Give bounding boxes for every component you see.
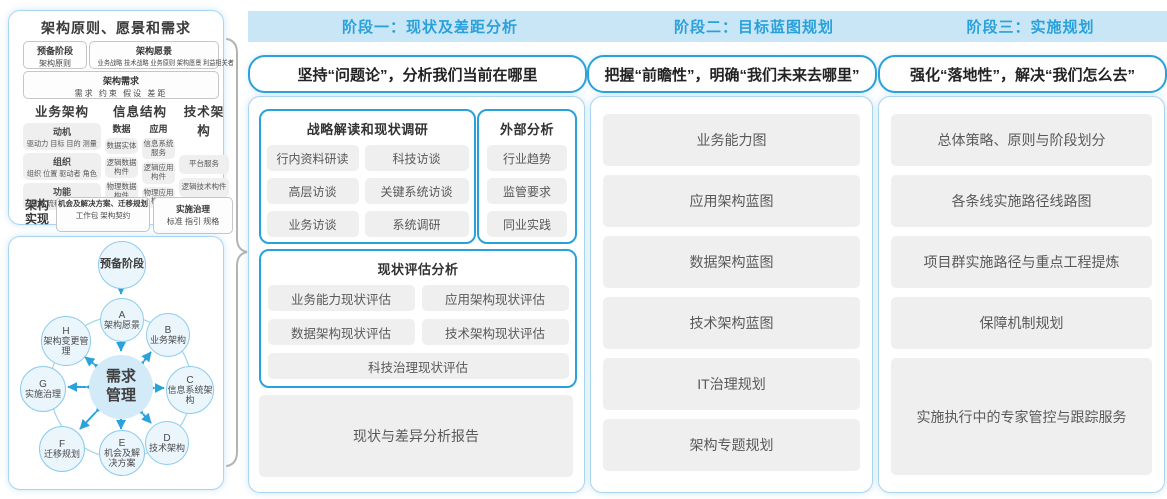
application-subcolumn: 应用 信息系统服务 逻辑应用构件 物理应用构件 xyxy=(142,120,175,208)
external-item: 监管要求 xyxy=(487,178,567,204)
prep-phase-box: 预备阶段 架构原则 xyxy=(23,41,87,69)
stage1-subtitle: 坚持“问题论”，分析我们当前在哪里 xyxy=(248,55,587,93)
strategy-item: 科技访谈 xyxy=(364,145,469,171)
organization-box: 组织 组织 位置 驱动者 角色 xyxy=(23,153,101,180)
node-prep-phase: 预备阶段 xyxy=(98,241,146,289)
external-analysis-box: 外部分析 行业趋势 监管要求 同业实践 xyxy=(477,109,577,244)
stage3-item: 项目群实施路径与重点工程提炼 xyxy=(891,236,1152,288)
flow-arrow-b xyxy=(134,351,152,372)
tech-item: 平台服务 xyxy=(179,155,229,174)
current-state-assessment-box: 现状评估分析 业务能力现状评估 应用架构现状评估 数据架构现状评估 技术架构现状… xyxy=(259,249,577,388)
strategy-item: 系统调研 xyxy=(364,211,469,237)
data-item: 逻辑数据构件 xyxy=(105,157,138,179)
strategy-research-box: 战略解读和现状调研 行内资料研读 科技访谈 高层访谈 关键系统访谈 业务访谈 系… xyxy=(259,109,476,244)
app-item: 信息系统服务 xyxy=(142,138,175,160)
node-h-change-management: H 架构变更管理 xyxy=(41,316,91,366)
assess-item: 数据架构现状评估 xyxy=(267,319,415,345)
motivation-box: 动机 驱动力 目标 目的 测量 xyxy=(23,123,101,150)
strategy-item: 高层访谈 xyxy=(266,178,359,204)
stage2-item: 应用架构蓝图 xyxy=(603,175,860,227)
node-b-business: B 业务架构 xyxy=(146,313,190,357)
assess-item: 业务能力现状评估 xyxy=(267,285,415,311)
realization-label: 架构实现 xyxy=(25,198,50,227)
stage1-content-panel: 战略解读和现状调研 行内资料研读 科技访谈 高层访谈 关键系统访谈 业务访谈 系… xyxy=(248,96,585,493)
stage2-item: 数据架构蓝图 xyxy=(603,236,860,288)
opportunities-migration-box: 机会及解决方案、迁移规划 工作包 架构契约 xyxy=(56,197,150,232)
panel-title: 架构原则、愿景和需求 xyxy=(41,20,191,36)
brace-connector xyxy=(226,38,248,467)
stage2-content-panel: 业务能力图 应用架构蓝图 数据架构蓝图 技术架构蓝图 IT治理规划 架构专题规划 xyxy=(590,96,873,493)
assess-item: 技术架构现状评估 xyxy=(421,319,569,345)
flow-arrow-d xyxy=(133,403,152,424)
node-e-opportunities: E 机会及解决方案 xyxy=(99,430,145,476)
adm-cycle-panel: 预备阶段 A 架构愿景 B 业务架构 C 信息系统架构 D 技术架构 E 机会及… xyxy=(8,236,224,490)
stage2-header-band: 阶段二：目标蓝图规划 xyxy=(600,11,908,42)
node-g-governance: G 实施治理 xyxy=(20,366,66,412)
principles-vision-requirements-panel: 架构原则、愿景和需求 预备阶段 架构原则 架构愿景 业务战略 技术战略 业务原则… xyxy=(8,10,234,234)
node-c-information-systems: C 信息系统架构 xyxy=(166,366,214,414)
app-item: 逻辑应用构件 xyxy=(142,162,175,184)
data-item: 数据实体 xyxy=(105,138,138,154)
assess-item: 科技治理现状评估 xyxy=(267,353,569,379)
stage3-item: 保障机制规划 xyxy=(891,297,1152,349)
business-architecture-column: 业务架构 动机 驱动力 目标 目的 测量 组织 组织 位置 驱动者 角色 功能 … xyxy=(23,101,101,210)
node-requirements-management: 需求管理 xyxy=(89,355,153,419)
strategy-item: 业务访谈 xyxy=(266,211,359,237)
stage3-header-band: 阶段三：实施规划 xyxy=(858,11,1167,42)
stage3-item: 实施执行中的专家管控与跟踪服务 xyxy=(891,358,1152,475)
node-d-technology: D 技术架构 xyxy=(145,421,189,465)
external-item: 同业实践 xyxy=(487,211,567,237)
stage3-content-panel: 总体策略、原则与阶段划分 各条线实施路径线路图 项目群实施路径与重点工程提炼 保… xyxy=(878,96,1165,493)
stage3-item: 各条线实施路径线路图 xyxy=(891,175,1152,227)
stage2-item: 架构专题规划 xyxy=(603,419,860,471)
strategy-item: 关键系统访谈 xyxy=(364,178,469,204)
node-f-migration: F 迁移规划 xyxy=(39,426,85,472)
stage3-subtitle: 强化“落地性”，解决“我们怎么去” xyxy=(878,55,1167,93)
flow-arrow-h xyxy=(84,356,105,374)
information-structure-column: 信息结构 数据 数据实体 逻辑数据构件 物理数据构件 应用 信息系统服务 逻辑应… xyxy=(105,101,175,208)
tech-item: 逻辑技术构件 xyxy=(179,178,229,197)
stage2-subtitle: 把握“前瞻性”，明确“我们未来去哪里” xyxy=(587,55,877,93)
assess-item: 应用架构现状评估 xyxy=(421,285,569,311)
data-subcolumn: 数据 数据实体 逻辑数据构件 物理数据构件 xyxy=(105,120,138,203)
external-item: 行业趋势 xyxy=(487,145,567,171)
stage2-item: IT治理规划 xyxy=(603,358,860,410)
architecture-vision-box: 架构愿景 业务战略 技术战略 业务原则 架构愿景 利益相关者 xyxy=(89,41,234,69)
stage2-item: 技术架构蓝图 xyxy=(603,297,860,349)
stage1-header-band: 阶段一：现状及差距分析 xyxy=(248,11,632,42)
architecture-realization-row: 架构实现 机会及解决方案、迁移规划 工作包 架构契约 实施治理 标准 指引 规格 xyxy=(23,197,233,234)
stage2-item: 业务能力图 xyxy=(603,114,860,166)
architecture-requirements-box: 架构需求 需求 约束 假设 差距 xyxy=(23,71,219,99)
stage3-item: 总体策略、原则与阶段划分 xyxy=(891,114,1152,166)
strategy-item: 行内资料研读 xyxy=(266,145,359,171)
flow-arrow-f xyxy=(79,401,106,430)
node-a-vision: A 架构愿景 xyxy=(100,298,144,342)
implementation-governance-box: 实施治理 标准 指引 规格 xyxy=(153,197,233,234)
gap-analysis-report-box: 现状与差异分析报告 xyxy=(259,395,573,477)
